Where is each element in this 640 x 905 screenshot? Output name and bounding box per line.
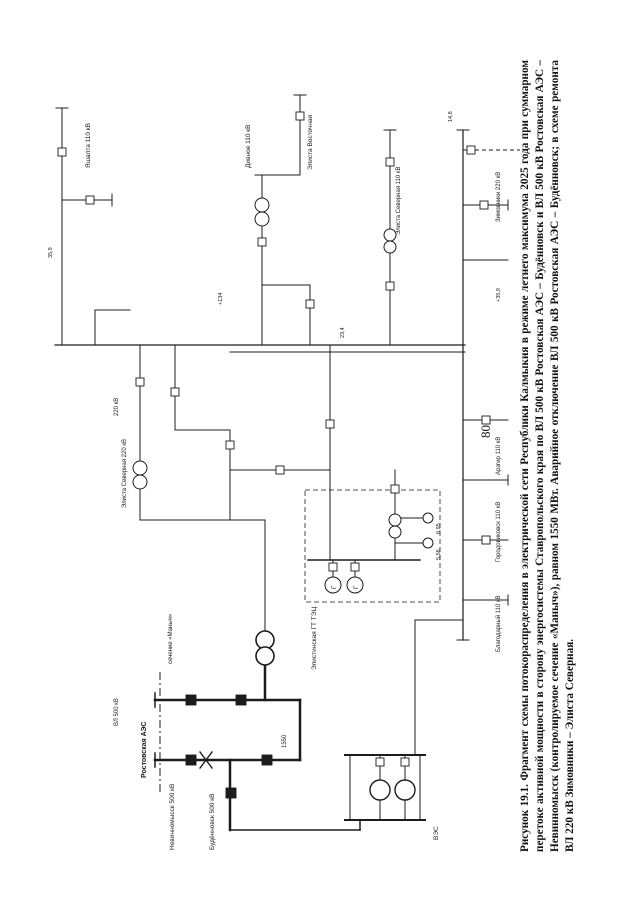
diagram-line — [199, 751, 213, 769]
diagram-label: Г — [331, 585, 338, 589]
diagram-breaker — [135, 377, 145, 387]
diagram-breaker — [328, 562, 338, 572]
diagram-breaker-closed — [225, 787, 237, 799]
diagram-breaker — [295, 111, 305, 121]
diagram-label: 1550 — [282, 734, 288, 748]
diagram-breaker — [350, 562, 360, 572]
diagram-label: Элиста Северная 110 кВ — [396, 166, 402, 235]
diagram-label: ВЭС — [433, 826, 440, 840]
diagram-breaker — [225, 440, 235, 450]
diagram-breaker-closed — [261, 754, 273, 766]
diagram-breaker — [479, 200, 489, 210]
diagram-machine-symbol — [346, 576, 364, 594]
diagram-label: Ростовская АЭС — [141, 721, 148, 778]
diagram-breaker — [275, 465, 285, 475]
diagram-label: +134 — [218, 293, 224, 305]
diagram-breaker — [257, 237, 267, 247]
diagram-machine-symbol — [383, 228, 397, 242]
diagram-breaker — [305, 299, 315, 309]
diagram-machine-symbol — [132, 474, 148, 490]
diagram-breaker-closed — [185, 754, 197, 766]
diagram-machine-symbol — [255, 646, 275, 666]
diagram-label: Элиста Восточная — [307, 114, 314, 170]
diagram-label: 14,8 — [448, 111, 454, 122]
diagram-label: Яшалта 110 кВ — [85, 123, 92, 168]
diagram-breaker — [385, 157, 395, 167]
diagram-breaker — [390, 484, 400, 494]
diagram-label: Зимовники 220 кВ — [496, 172, 502, 222]
diagram-label: Невинномысск 500 кВ — [169, 784, 176, 850]
diagram-breaker — [466, 145, 476, 155]
diagram-label: ВЛ 500 кВ — [114, 698, 120, 726]
diagram-machine-symbol — [254, 211, 270, 227]
diagram-label: 35,9 — [48, 247, 54, 258]
diagram-breaker — [481, 415, 491, 425]
diagram-machine-symbol — [254, 197, 270, 213]
diagram-label: Будённовск 500 кВ — [209, 794, 216, 850]
diagram-label: 5,56 — [436, 549, 442, 560]
diagram-breaker — [170, 387, 180, 397]
diagram-label: Благодарный 110 кВ — [495, 595, 502, 652]
diagram-machine-symbol — [422, 512, 434, 524]
diagram-machine-symbol — [369, 779, 391, 801]
diagram-machine-symbol — [422, 537, 434, 549]
diagram-label: Элистинская ГТ ТЭЦ — [311, 607, 318, 670]
diagram-label: Элиста Северная 220 кВ — [122, 439, 128, 508]
diagram-breaker — [325, 419, 335, 429]
diagram-machine-symbol — [394, 779, 416, 801]
diagram-machine-symbol — [324, 576, 342, 594]
diagram-machine-symbol — [388, 513, 402, 527]
diagram-breaker — [400, 757, 410, 767]
diagram-breaker — [57, 147, 67, 157]
diagram-boundary — [304, 489, 441, 603]
diagram-label: Г — [353, 585, 360, 589]
diagram-breaker — [375, 757, 385, 767]
diagram-label: сечение «Маныч» — [168, 613, 174, 664]
page-number: 80 — [478, 425, 493, 438]
diagram-breaker-closed — [185, 694, 197, 706]
diagram-machine-symbol — [132, 460, 148, 476]
diagram-breaker-closed — [235, 694, 247, 706]
diagram-breaker — [385, 281, 395, 291]
diagram-label: Дивное 110 кВ — [245, 125, 252, 168]
diagram-machine-symbol — [383, 240, 397, 254]
diagram-label: Городовиковск 110 кВ — [496, 502, 502, 562]
diagram-label: 6,95 — [436, 523, 442, 534]
diagram-label: Арзгир 110 кВ — [496, 437, 502, 475]
figure-caption: Рисунок 19.1. Фрагмент схемы потокораспр… — [519, 60, 576, 852]
diagram-label: 23,4 — [340, 327, 346, 338]
diagram-breaker — [481, 535, 491, 545]
diagram-label: +35,9 — [496, 288, 502, 302]
diagram-machine-symbol — [388, 525, 402, 539]
diagram-label: 220 кВ — [114, 398, 120, 416]
diagram-breaker — [85, 195, 95, 205]
